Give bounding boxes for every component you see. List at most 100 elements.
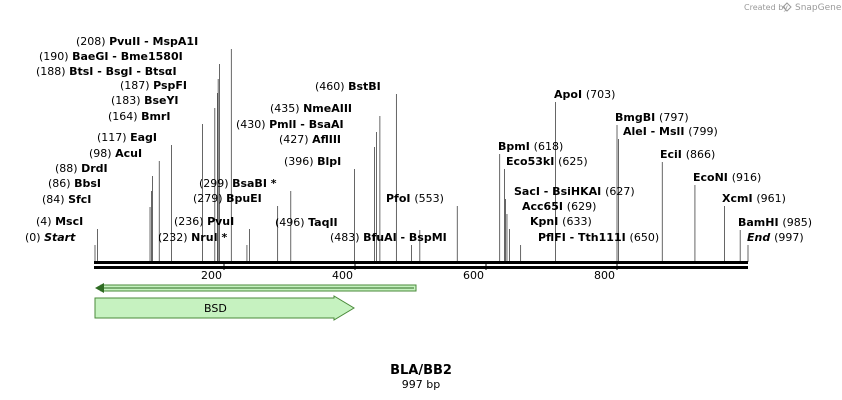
site-name: BseYI <box>144 94 178 107</box>
site-label: (84) SfcI <box>42 193 91 206</box>
site-blpi[interactable]: (396) BlpI <box>284 155 355 262</box>
site-name: BlpI <box>317 155 341 168</box>
site-position: (396) <box>284 155 317 168</box>
site-label: (190) BaeGI - Bme1580I <box>39 50 183 63</box>
site-ecii[interactable]: EciI (866) <box>660 148 715 262</box>
site-label: (279) BpuEI <box>193 192 262 205</box>
site-pflfi-tth111i[interactable]: PflFI - Tth111I (650) <box>520 231 659 262</box>
reverse-feature[interactable] <box>95 283 417 293</box>
site-position: (483) <box>330 231 363 244</box>
site-label: (86) BbsI <box>48 177 101 190</box>
site-position: (279) <box>193 192 226 205</box>
site-label: (4) MscI <box>36 215 83 228</box>
site-econi[interactable]: EcoNI (916) <box>693 171 761 262</box>
site-position: (190) <box>39 50 72 63</box>
site-position: (188) <box>36 65 69 78</box>
site-bmgbi[interactable]: BmgBI (797) <box>615 111 689 262</box>
site-position: (627) <box>605 185 635 198</box>
site-label: Eco53kI (625) <box>506 155 588 168</box>
site-apoi[interactable]: ApoI (703) <box>554 88 615 262</box>
site-position: (618) <box>534 140 564 153</box>
site-label: (187) PspFI <box>120 79 187 92</box>
site-label: KpnI (633) <box>530 215 592 228</box>
feature-bsd[interactable]: BSD <box>94 295 355 321</box>
site-acui[interactable]: (98) AcuI <box>89 147 160 262</box>
site-name: BsaBI * <box>232 177 277 190</box>
site-name: NruI * <box>191 231 227 244</box>
site-name: BstBI <box>348 80 381 93</box>
site-label: XcmI (961) <box>722 192 786 205</box>
site-bfuai-bspmi[interactable]: (483) BfuAI - BspMI <box>330 231 447 262</box>
site-sfci[interactable]: (84) SfcI <box>42 193 151 262</box>
site-label: SacI - BsiHKAI (627) <box>514 185 635 198</box>
site-xcmi[interactable]: XcmI (961) <box>722 192 786 262</box>
site-name: SacI - BsiHKAI <box>514 185 605 198</box>
site-afliii[interactable]: (427) AflIII <box>279 133 375 262</box>
site-alei-msli[interactable]: AleI - MslI (799) <box>618 125 718 262</box>
site-start[interactable]: (0) Start <box>25 231 96 262</box>
site-bbsi[interactable]: (86) BbsI <box>48 177 152 262</box>
site-position: (236) <box>174 215 207 228</box>
site-pvui[interactable]: (236) PvuI <box>174 215 250 262</box>
site-pvuii-mspa1i[interactable]: (208) PvuII - MspA1I <box>76 35 232 262</box>
backbone-top-strand <box>94 261 748 264</box>
site-label: BamHI (985) <box>738 216 812 229</box>
site-drdi[interactable]: (88) DrdI <box>55 162 153 262</box>
site-position: (460) <box>315 80 348 93</box>
site-taqii[interactable]: (496) TaqII <box>275 216 421 262</box>
site-position: (435) <box>270 102 303 115</box>
site-bstbi[interactable]: (460) BstBI <box>315 80 397 262</box>
site-name: PfoI <box>386 192 414 205</box>
site-name: BamHI <box>738 216 782 229</box>
site-pmli-bsaai[interactable]: (430) PmlI - BsaAI <box>236 118 377 262</box>
site-name: TaqII <box>308 216 338 229</box>
site-position: (117) <box>97 131 130 144</box>
site-bsabi[interactable]: (299) BsaBI * <box>199 177 292 262</box>
site-label: (164) BmrI <box>108 110 170 123</box>
site-name: BpmI <box>498 140 534 153</box>
site-name: BmgBI <box>615 111 659 124</box>
snapgene-brand: SnapGene <box>795 3 842 13</box>
site-bamhi[interactable]: BamHI (985) <box>738 216 812 262</box>
site-bmri[interactable]: (164) BmrI <box>108 110 203 262</box>
site-pspfi[interactable]: (187) PspFI <box>120 79 218 262</box>
site-label: (0) Start <box>25 231 76 244</box>
site-position: (633) <box>562 215 592 228</box>
site-bpuei[interactable]: (279) BpuEI <box>193 192 279 262</box>
site-position: (183) <box>111 94 144 107</box>
site-nrui[interactable]: (232) NruI * <box>158 231 248 262</box>
site-name: Eco53kI <box>506 155 558 168</box>
ruler: 200 400 600 800 <box>201 264 618 282</box>
site-name: DrdI <box>81 162 108 175</box>
site-msci[interactable]: (4) MscI <box>36 215 98 262</box>
site-eco53ki[interactable]: Eco53kI (625) <box>504 155 588 262</box>
site-pfoi[interactable]: PfoI (553) <box>386 192 458 262</box>
site-btsi-bsgi-bts-i[interactable]: (188) BtsI - BsgI - BtsαI <box>36 65 219 262</box>
site-bpmi[interactable]: BpmI (618) <box>498 140 563 262</box>
site-label: EcoNI (916) <box>693 171 761 184</box>
site-baegi-bme1580i[interactable]: (190) BaeGI - Bme1580I <box>39 50 220 262</box>
site-name: PflFI - Tth111I <box>538 231 630 244</box>
site-name: PspFI <box>153 79 187 92</box>
site-saci-bsihkai[interactable]: SacI - BsiHKAI (627) <box>505 185 635 262</box>
site-name: EcoNI <box>693 171 732 184</box>
site-eagi[interactable]: (117) EagI <box>97 131 172 262</box>
site-name: BpuEI <box>226 192 262 205</box>
site-kpni[interactable]: KpnI (633) <box>509 215 592 262</box>
site-end[interactable]: End (997) <box>747 231 804 262</box>
site-position: (430) <box>236 118 269 131</box>
site-name: AcuI <box>115 147 142 160</box>
site-position: (98) <box>89 147 115 160</box>
site-nmeaiii[interactable]: (435) NmeAIII <box>270 102 381 262</box>
site-name: XcmI <box>722 192 756 205</box>
site-label: (460) BstBI <box>315 80 381 93</box>
site-label: EciI (866) <box>660 148 715 161</box>
site-position: (427) <box>279 133 312 146</box>
site-bseyi[interactable]: (183) BseYI <box>111 94 216 262</box>
site-name: EagI <box>130 131 157 144</box>
site-position: (208) <box>76 35 109 48</box>
site-name: SfcI <box>68 193 91 206</box>
site-name: Start <box>44 231 76 244</box>
site-label: (88) DrdI <box>55 162 108 175</box>
